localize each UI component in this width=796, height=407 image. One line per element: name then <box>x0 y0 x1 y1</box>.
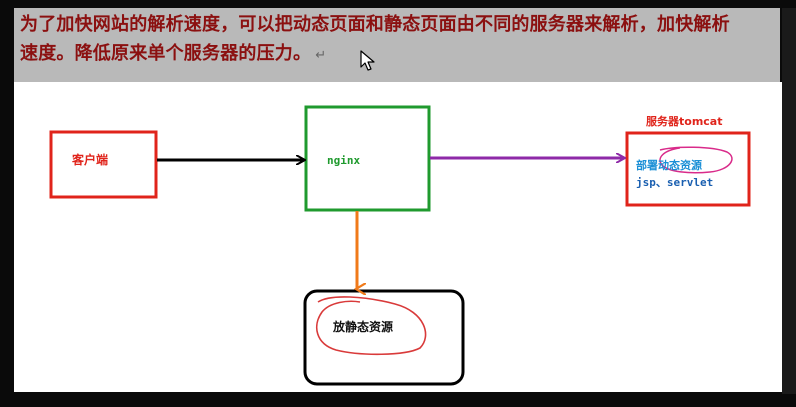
server-title-label: 服务器tomcat <box>646 115 723 128</box>
jsp-servlet-label: jsp、servlet <box>636 176 714 189</box>
mouse-pointer-icon <box>360 50 375 71</box>
dynamic-resource-scribble <box>659 146 733 174</box>
static-resource-box <box>303 289 465 386</box>
paragraph-mark-icon: ↵ <box>315 48 327 63</box>
client-box <box>49 130 158 199</box>
client-label: 客户端 <box>72 153 109 167</box>
header-line-2: 速度。降低原来单个服务器的压力。 <box>20 43 312 64</box>
static-resource-label: 放静态资源 <box>333 320 394 334</box>
header-paragraph: 为了加快网站的解析速度，可以把动态页面和静态页面由不同的服务器来解析，加快解析 … <box>20 10 780 70</box>
nginx-box <box>304 105 431 212</box>
right-edge-strip <box>782 8 796 394</box>
static-resource-scribble <box>315 296 427 356</box>
server-box <box>625 131 751 207</box>
dynamic-resource-label: 部署动态资源 <box>636 159 702 172</box>
header-line-1: 为了加快网站的解析速度，可以把动态页面和静态页面由不同的服务器来解析，加快解析 <box>20 14 730 35</box>
header-band <box>14 8 780 82</box>
nginx-label: nginx <box>327 154 361 167</box>
